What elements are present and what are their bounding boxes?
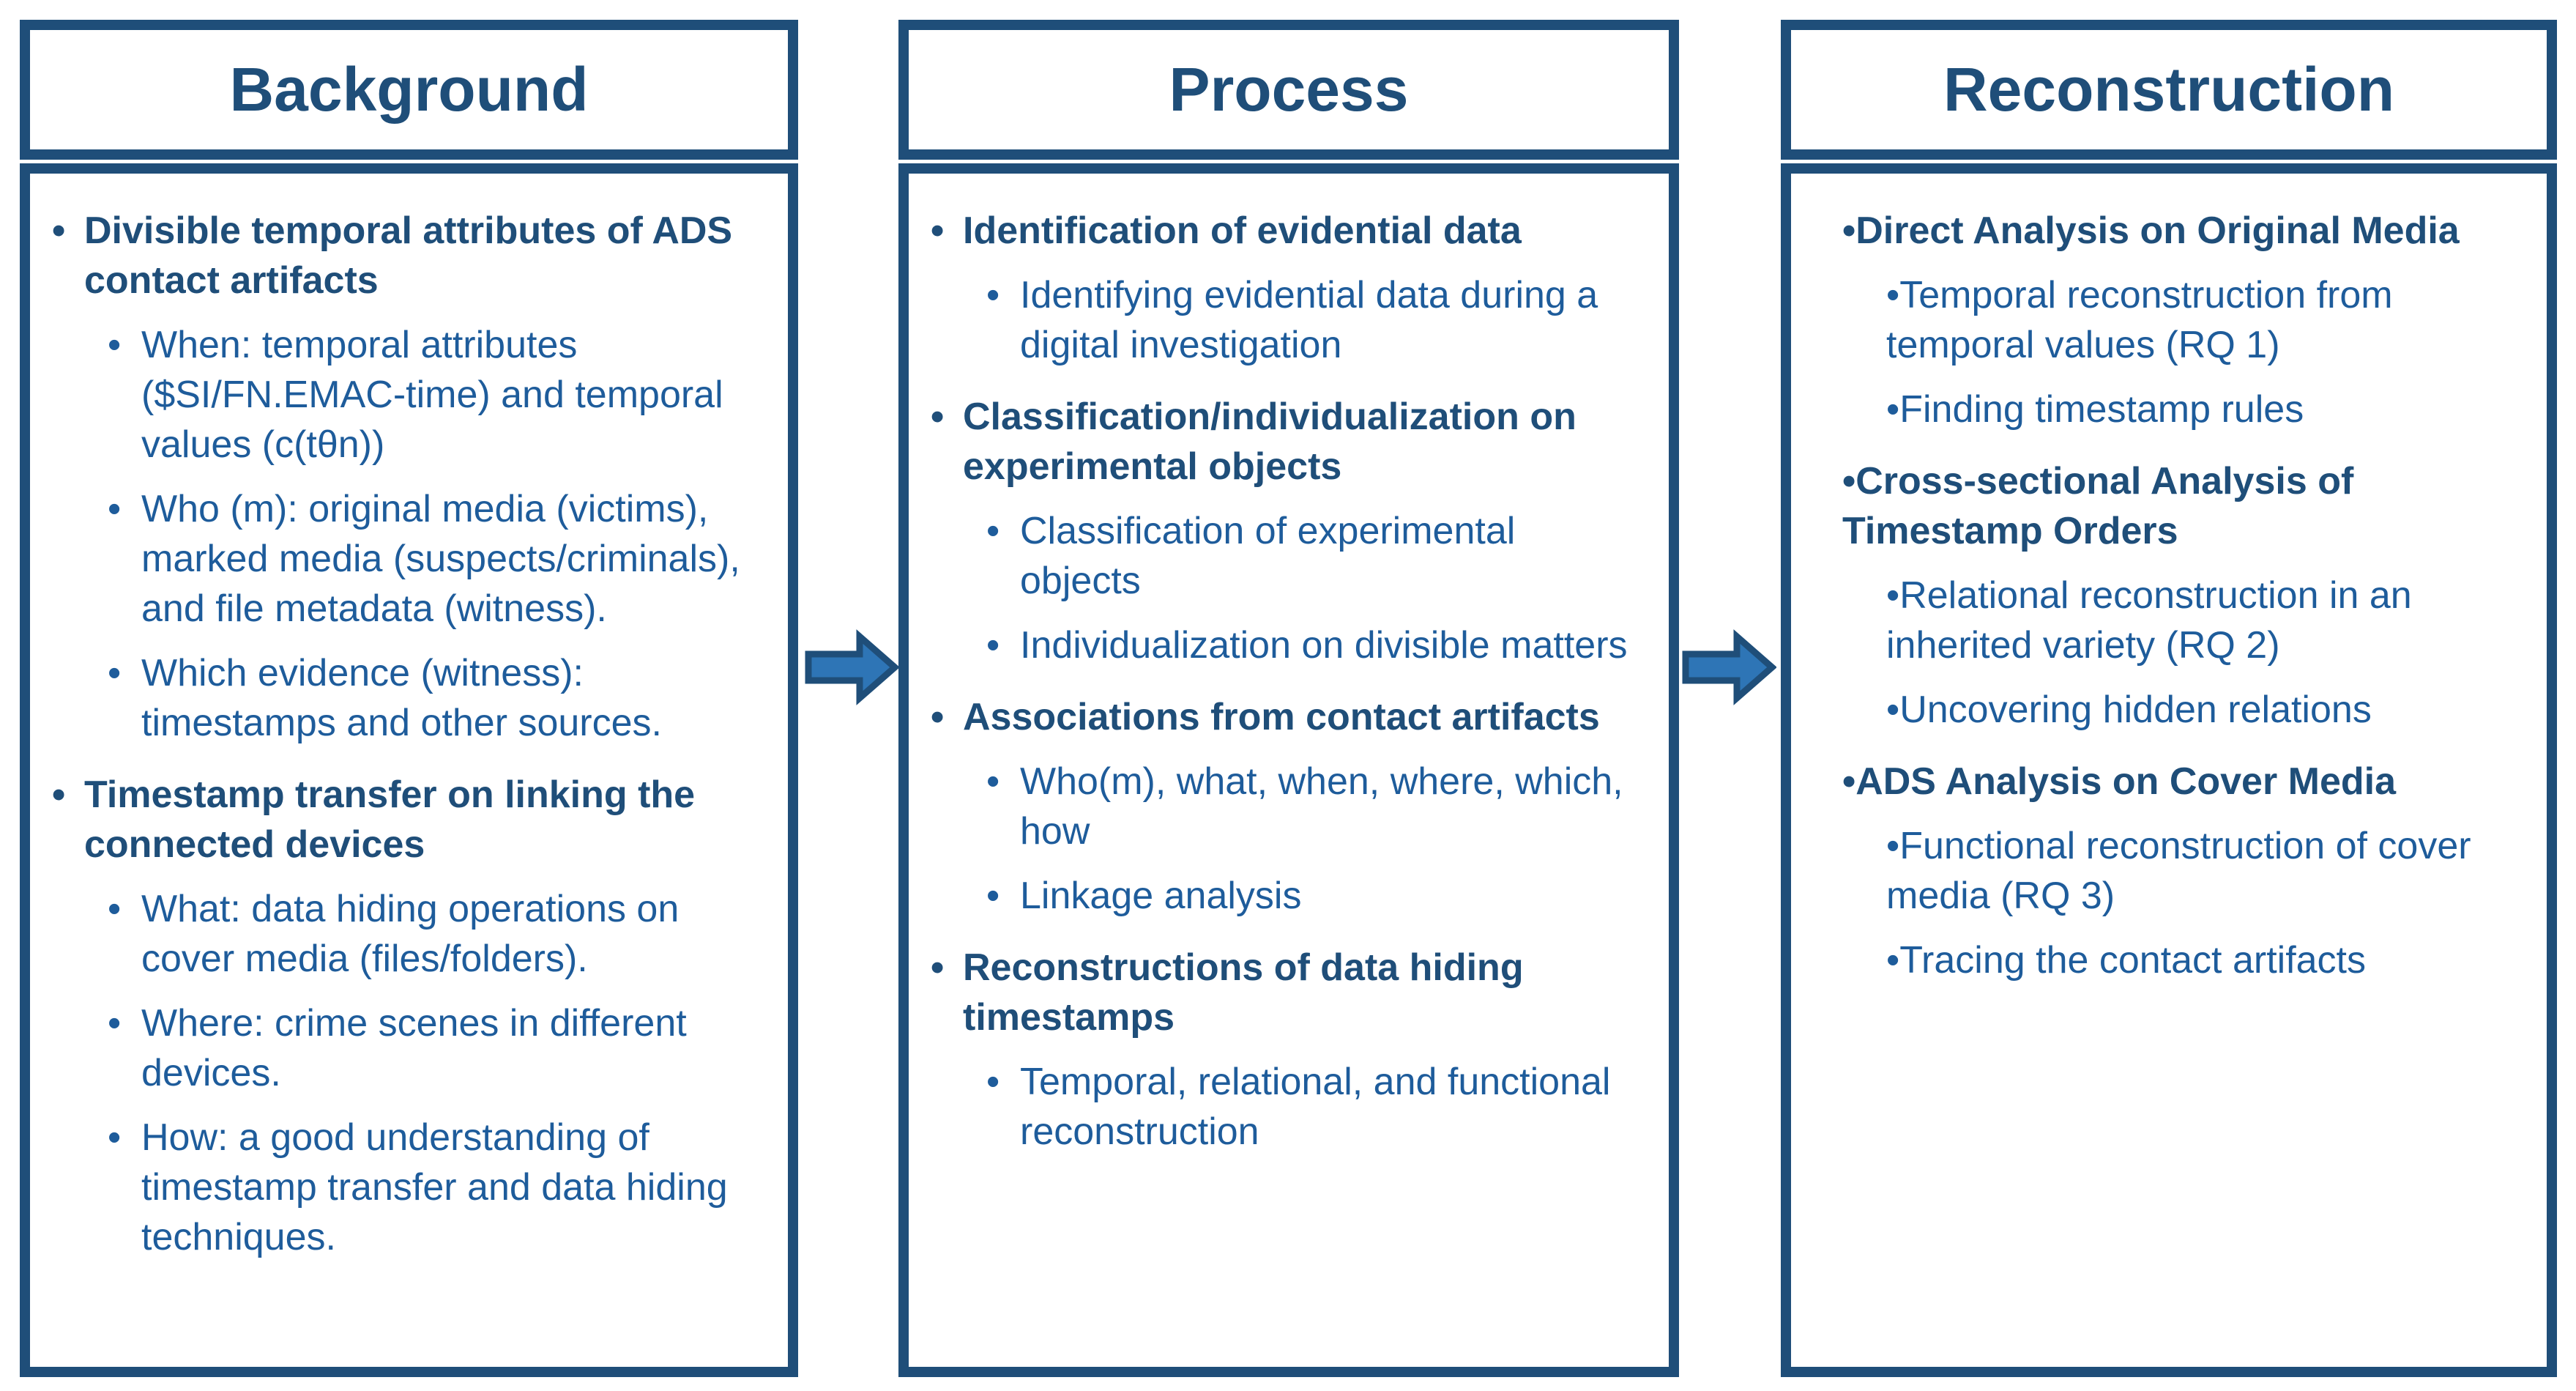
panel-body: • Identification of evidential data • Iden… xyxy=(898,163,1679,1377)
bullet-item-text: What: data hiding operations on cover me… xyxy=(141,888,680,980)
bullet-item: • Classification of experimental objects xyxy=(909,506,1669,606)
bullet-item-text: •Finding timestamp rules xyxy=(1886,388,2304,431)
bullet-item-text: Identifying evidential data during a dig… xyxy=(1020,274,1598,366)
bullet-item-text: Classification/individualization on expe… xyxy=(963,396,1577,488)
bullet-item-text: •Tracing the contact artifacts xyxy=(1886,939,2367,982)
bullet-item-text: •ADS Analysis on Cover Media xyxy=(1842,760,2397,803)
bullet-item-text: •Uncovering hidden relations xyxy=(1886,689,2372,731)
bullet-item: •Cross-sectional Analysis of Timestamp O… xyxy=(1791,456,2547,556)
bullet-item: •Tracing the contact artifacts xyxy=(1791,935,2547,985)
bullet-item: • Timestamp transfer on linking the conne… xyxy=(30,770,788,869)
bullet-item-text: •Functional reconstruction of cover medi… xyxy=(1886,825,2471,917)
bullet-dot: • xyxy=(931,696,945,738)
bullet-item: • Where: crime scenes in different device… xyxy=(30,998,788,1098)
bullet-dot: • xyxy=(986,1061,1000,1103)
bullet-dot: • xyxy=(108,1002,122,1045)
bullet-item: • How: a good understanding of timestamp … xyxy=(30,1113,788,1262)
bullet-item-text: Identification of evidential data xyxy=(963,209,1522,252)
background-panel: Background • Divisible temporal attribute… xyxy=(20,20,798,1377)
bullet-item: • Linkage analysis xyxy=(909,871,1669,921)
bullet-item: • Reconstructions of data hiding timestam… xyxy=(909,943,1669,1042)
bullet-item-text: Associations from contact artifacts xyxy=(963,696,1600,738)
bullet-dot: • xyxy=(52,209,66,252)
panel-title: Process xyxy=(1169,55,1409,124)
bullet-dot: • xyxy=(108,652,122,694)
bullet-dot: • xyxy=(986,760,1000,803)
bullet-item: • Classification/individualization on exp… xyxy=(909,392,1669,492)
bullet-dot: • xyxy=(986,510,1000,552)
bullet-item: •Temporal reconstruction from temporal v… xyxy=(1791,270,2547,370)
bullet-dot: • xyxy=(931,396,945,438)
panel-body: • Divisible temporal attributes of ADS co… xyxy=(20,163,798,1377)
bullet-item: • Identification of evidential data xyxy=(909,206,1669,256)
bullet-item: • Identifying evidential data during a di… xyxy=(909,270,1669,370)
panel-header: Reconstruction xyxy=(1781,20,2557,160)
bullet-item-text: Linkage analysis xyxy=(1020,875,1302,917)
bullet-item-text: Reconstructions of data hiding timestamp… xyxy=(963,946,1524,1039)
bullet-item: • Temporal, relational, and functional re… xyxy=(909,1057,1669,1157)
bullet-dot: • xyxy=(986,624,1000,667)
process-panel: Process • Identification of evidential da… xyxy=(898,20,1679,1377)
panel-body: •Direct Analysis on Original Media •Temp… xyxy=(1781,163,2557,1377)
bullet-item-text: Classification of experimental objects xyxy=(1020,510,1516,602)
bullet-item-text: Where: crime scenes in different devices… xyxy=(141,1002,687,1094)
right-block-arrow-icon xyxy=(805,629,899,705)
bullet-item: •Direct Analysis on Original Media xyxy=(1791,206,2547,256)
bullet-item: • Who(m), what, when, where, which, how xyxy=(909,757,1669,856)
panel-title: Reconstruction xyxy=(1943,55,2395,124)
panel-title: Background xyxy=(229,55,589,124)
bullet-item-text: Divisible temporal attributes of ADS con… xyxy=(84,209,733,302)
bullet-item-text: Timestamp transfer on linking the connec… xyxy=(84,774,696,866)
panel-header: Process xyxy=(898,20,1679,160)
bullet-item-text: •Relational reconstruction in an inherit… xyxy=(1886,574,2412,667)
bullet-item: •Uncovering hidden relations xyxy=(1791,685,2547,735)
bullet-dot: • xyxy=(986,875,1000,917)
bullet-item: •Relational reconstruction in an inherit… xyxy=(1791,571,2547,670)
bullet-item: • Who (m): original media (victims), mark… xyxy=(30,484,788,634)
bullet-item-text: Who(m), what, when, where, which, how xyxy=(1020,760,1623,853)
bullet-item: •Functional reconstruction of cover medi… xyxy=(1791,821,2547,921)
bullet-dot: • xyxy=(52,774,66,816)
bullet-item: •Finding timestamp rules xyxy=(1791,385,2547,434)
bullet-item: • Which evidence (witness): timestamps an… xyxy=(30,648,788,748)
bullet-item-text: Who (m): original media (victims), marke… xyxy=(141,488,740,630)
bullet-item: • Divisible temporal attributes of ADS co… xyxy=(30,206,788,305)
bullet-item: • When: temporal attributes ($SI/FN.EMAC-… xyxy=(30,320,788,470)
bullet-item-text: When: temporal attributes ($SI/FN.EMAC-t… xyxy=(141,324,723,466)
bullet-dot: • xyxy=(108,488,122,530)
bullet-item-text: Individualization on divisible matters xyxy=(1020,624,1628,667)
bullet-item: • Individualization on divisible matters xyxy=(909,620,1669,670)
bullet-item-text: •Cross-sectional Analysis of Timestamp O… xyxy=(1842,460,2354,552)
bullet-dot: • xyxy=(931,946,945,989)
bullet-item-text: Which evidence (witness): timestamps and… xyxy=(141,652,662,744)
bullet-item: •ADS Analysis on Cover Media xyxy=(1791,757,2547,806)
reconstruction-panel: Reconstruction •Direct Analysis on Origi… xyxy=(1781,20,2557,1377)
bullet-dot: • xyxy=(931,209,945,252)
bullet-dot: • xyxy=(108,1116,122,1159)
bullet-item-text: •Direct Analysis on Original Media xyxy=(1842,209,2460,252)
bullet-dot: • xyxy=(986,274,1000,316)
right-block-arrow-icon xyxy=(1682,629,1776,705)
panel-header: Background xyxy=(20,20,798,160)
bullet-item-text: How: a good understanding of timestamp t… xyxy=(141,1116,728,1258)
bullet-item-text: Temporal, relational, and functional rec… xyxy=(1020,1061,1611,1153)
bullet-dot: • xyxy=(108,324,122,366)
bullet-item-text: •Temporal reconstruction from temporal v… xyxy=(1886,274,2393,366)
bullet-item: • Associations from contact artifacts xyxy=(909,692,1669,742)
bullet-dot: • xyxy=(108,888,122,930)
bullet-item: • What: data hiding operations on cover m… xyxy=(30,884,788,984)
